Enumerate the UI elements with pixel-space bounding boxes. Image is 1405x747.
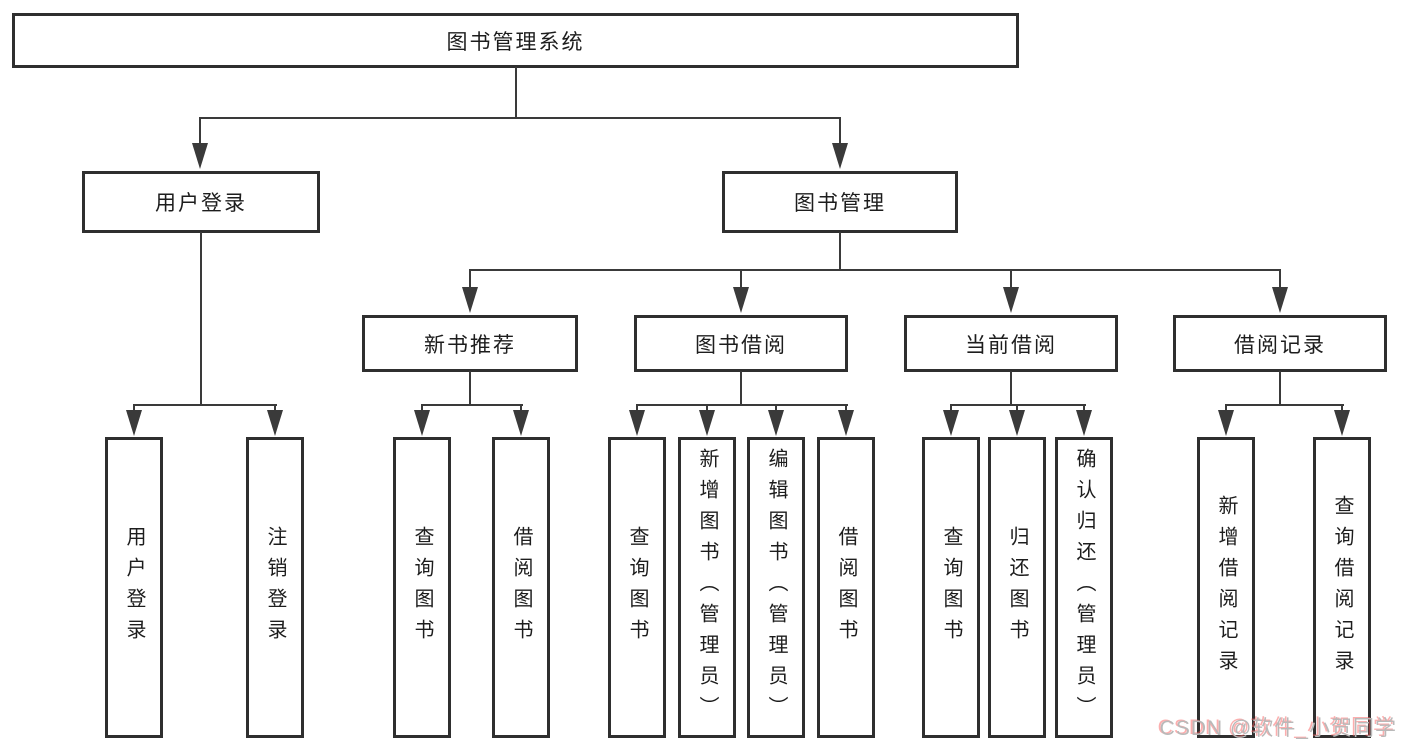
connector-leaf-stem <box>845 404 847 412</box>
leaf-bookborrow-borrow-books: 借阅图书 <box>817 437 875 738</box>
leaf-bookborrow-borrow-books-label: 借阅图书 <box>835 525 857 650</box>
connector-stem-book-mgmt <box>839 117 841 145</box>
connector-newbookrec-rail <box>421 404 523 406</box>
leaf-records-query-record-label: 查询借阅记录 <box>1331 494 1353 681</box>
connector-leaf-stem <box>1341 404 1343 412</box>
node-book-mgmt: 图书管理 <box>722 171 958 233</box>
arrow-down-icon <box>1076 410 1092 436</box>
connector-bookmgmt-stem <box>839 232 841 270</box>
node-root-system-label: 图书管理系统 <box>446 30 585 54</box>
connector-userlogin-stem <box>200 232 202 405</box>
csdn-watermark: CSDN @软件_小贺同学 <box>1159 717 1397 740</box>
leaf-currentborrow-return-books-label: 归还图书 <box>1006 525 1028 650</box>
connector-leaf-stem <box>1225 404 1227 412</box>
arrow-down-icon <box>126 410 142 436</box>
connector-bookmgmt-rail <box>470 269 1281 271</box>
leaf-user-login: 用户登录 <box>105 437 163 738</box>
leaf-currentborrow-query-books: 查询图书 <box>922 437 980 738</box>
arrow-down-icon <box>267 410 283 436</box>
leaf-currentborrow-return-books: 归还图书 <box>988 437 1046 738</box>
node-book-borrow-label: 图书借阅 <box>695 333 787 357</box>
connector-leaf-stem <box>636 404 638 412</box>
node-current-borrow-label: 当前借阅 <box>965 333 1057 357</box>
connector-borrowrecords-stem <box>1279 371 1281 405</box>
arrow-down-icon <box>699 410 715 436</box>
node-book-borrow: 图书借阅 <box>634 315 848 372</box>
leaf-bookborrow-edit-books-admin-label: 编辑图书（管理员） <box>765 448 787 727</box>
connector-userlogin-rail <box>133 404 277 406</box>
arrow-down-icon <box>838 410 854 436</box>
node-new-book-rec: 新书推荐 <box>362 315 578 372</box>
connector-currentborrow-stem <box>1010 371 1012 405</box>
arrow-down-icon <box>943 410 959 436</box>
connector-leaf-stem <box>421 404 423 412</box>
arrow-down-icon <box>462 287 478 313</box>
connector-leaf-stem <box>133 404 135 412</box>
arrow-down-icon <box>1003 287 1019 313</box>
connector-bookborrow-stem <box>740 371 742 405</box>
leaf-newbookrec-query-books-label: 查询图书 <box>411 525 433 650</box>
connector-stem-current-borrow <box>1010 269 1012 289</box>
arrow-down-icon <box>1218 410 1234 436</box>
leaf-currentborrow-query-books-label: 查询图书 <box>940 525 962 650</box>
leaf-logout-label: 注销登录 <box>264 525 286 650</box>
leaf-bookborrow-add-books-admin-label: 新增图书（管理员） <box>696 448 718 727</box>
leaf-bookborrow-query-books-label: 查询图书 <box>626 525 648 650</box>
leaf-newbookrec-borrow-books-label: 借阅图书 <box>510 525 532 650</box>
connector-leaf-stem <box>520 404 522 412</box>
leaf-bookborrow-query-books: 查询图书 <box>608 437 666 738</box>
arrow-down-icon <box>513 410 529 436</box>
connector-stem-user-login <box>199 117 201 145</box>
arrow-down-icon <box>1272 287 1288 313</box>
connector-root-rail <box>200 117 841 119</box>
node-borrow-records-label: 借阅记录 <box>1234 333 1326 357</box>
connector-leaf-stem <box>950 404 952 412</box>
node-new-book-rec-label: 新书推荐 <box>424 333 516 357</box>
connector-root-stem <box>515 67 517 118</box>
leaf-newbookrec-borrow-books: 借阅图书 <box>492 437 550 738</box>
leaf-bookborrow-edit-books-admin: 编辑图书（管理员） <box>747 437 805 738</box>
leaf-currentborrow-confirm-return-admin-label: 确认归还（管理员） <box>1073 448 1095 727</box>
arrow-down-icon <box>629 410 645 436</box>
connector-leaf-stem <box>775 404 777 412</box>
connector-leaf-stem <box>274 404 276 412</box>
connector-newbookrec-stem <box>469 371 471 405</box>
node-user-login-label: 用户登录 <box>155 192 247 215</box>
connector-currentborrow-rail <box>950 404 1086 406</box>
arrow-down-icon <box>192 143 208 169</box>
leaf-currentborrow-confirm-return-admin: 确认归还（管理员） <box>1055 437 1113 738</box>
connector-stem-new-book-rec <box>469 269 471 289</box>
leaf-user-login-label: 用户登录 <box>123 525 145 650</box>
arrow-down-icon <box>414 410 430 436</box>
leaf-bookborrow-add-books-admin: 新增图书（管理员） <box>678 437 736 738</box>
connector-leaf-stem <box>1083 404 1085 412</box>
arrow-down-icon <box>832 143 848 169</box>
connector-bookborrow-rail <box>636 404 848 406</box>
leaf-records-add-record: 新增借阅记录 <box>1197 437 1255 738</box>
connector-leaf-stem <box>1016 404 1018 412</box>
node-user-login: 用户登录 <box>82 171 320 233</box>
leaf-records-query-record: 查询借阅记录 <box>1313 437 1371 738</box>
arrow-down-icon <box>1009 410 1025 436</box>
leaf-logout: 注销登录 <box>246 437 304 738</box>
node-book-mgmt-label: 图书管理 <box>794 192 886 215</box>
connector-stem-borrow-records <box>1279 269 1281 289</box>
connector-stem-book-borrow <box>740 269 742 289</box>
node-root-system: 图书管理系统 <box>12 13 1019 68</box>
node-current-borrow: 当前借阅 <box>904 315 1118 372</box>
arrow-down-icon <box>1334 410 1350 436</box>
node-borrow-records: 借阅记录 <box>1173 315 1387 372</box>
leaf-newbookrec-query-books: 查询图书 <box>393 437 451 738</box>
connector-borrowrecords-rail <box>1225 404 1344 406</box>
connector-leaf-stem <box>706 404 708 412</box>
arrow-down-icon <box>768 410 784 436</box>
leaf-records-add-record-label: 新增借阅记录 <box>1215 494 1237 681</box>
arrow-down-icon <box>733 287 749 313</box>
